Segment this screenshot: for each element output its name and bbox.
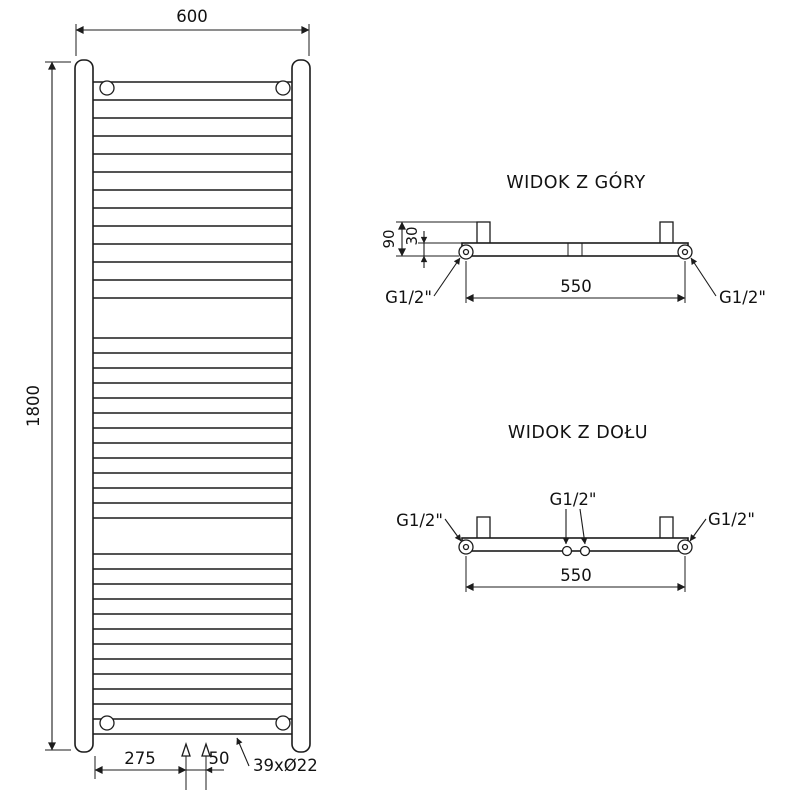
dimension-connection-spacing: 50: [186, 749, 230, 774]
top-view-right-connection-center: [681, 248, 689, 256]
bottom-view-left-connection-center: [462, 543, 470, 551]
left-collector: [74, 59, 94, 753]
dimension-depth: 90 30: [380, 221, 477, 268]
width-dimension-label: 600: [176, 7, 208, 26]
dimension-width: 600: [75, 7, 310, 56]
bottom-connection-left: [181, 741, 191, 790]
bottom-view-title: WIDOK Z DOŁU: [508, 423, 648, 443]
bottom-view-thread-right: G1/2": [689, 510, 755, 542]
bottom-view-center-connection-right: [579, 545, 591, 557]
bottom-view-center-connection-left: [561, 545, 573, 557]
dimension-bottom-spacing: 550: [465, 556, 686, 592]
bottom-view-thread-center: G1/2": [550, 490, 597, 545]
mounting-bracket-bottom-left: [99, 715, 115, 731]
mounting-bracket-top-left: [99, 80, 115, 96]
dimension-connection-offset: 275: [94, 749, 187, 779]
bottom-spacing-dimension-label: 550: [560, 566, 592, 585]
mounting-bracket-bottom-right: [275, 715, 291, 731]
thread-label: G1/2": [708, 510, 755, 529]
thread-label: G1/2": [385, 288, 432, 307]
spacing-dimension-label: 50: [209, 749, 230, 768]
top-view-radiator-profile: [461, 242, 689, 257]
bottom-view-radiator-profile: [461, 537, 689, 552]
top-view-right-bracket: [659, 221, 674, 246]
top-view-thread-left: G1/2": [385, 257, 461, 307]
offset-dimension-label: 275: [124, 749, 156, 768]
right-collector: [291, 59, 311, 753]
bottom-view-right-connection-center: [681, 543, 689, 551]
tubes-callout-label: 39xØ22: [253, 756, 318, 775]
bottom-view-thread-left: G1/2": [396, 511, 462, 542]
thread-label: G1/2": [550, 490, 597, 509]
thread-label: G1/2": [719, 288, 766, 307]
mounting-bracket-top-right: [275, 80, 291, 96]
height-dimension-label: 1800: [24, 385, 43, 427]
depth-dimension-label: 90: [380, 229, 398, 248]
top-view-thread-right: G1/2": [690, 257, 766, 307]
thread-label: G1/2": [396, 511, 443, 530]
top-view-left-bracket: [476, 221, 491, 246]
wall-offset-dimension-label: 30: [403, 226, 421, 245]
bottom-view: WIDOK Z DOŁU G1/2" G1/2" G1/2": [396, 423, 755, 592]
dimension-height: 1800: [24, 61, 71, 751]
dimension-top-spacing: 550: [465, 261, 686, 303]
front-view: 600 1800 275 50 39xØ22: [24, 7, 318, 790]
tubes-callout: 39xØ22: [236, 737, 318, 775]
top-spacing-dimension-label: 550: [560, 277, 592, 296]
top-view-left-connection-center: [462, 248, 470, 256]
top-view: WIDOK Z GÓRY 90 30 550: [380, 171, 766, 307]
bottom-view-left-bracket: [476, 516, 491, 541]
top-view-title: WIDOK Z GÓRY: [506, 171, 645, 193]
radiator-tubes: [93, 81, 292, 735]
bottom-view-right-bracket: [659, 516, 674, 541]
